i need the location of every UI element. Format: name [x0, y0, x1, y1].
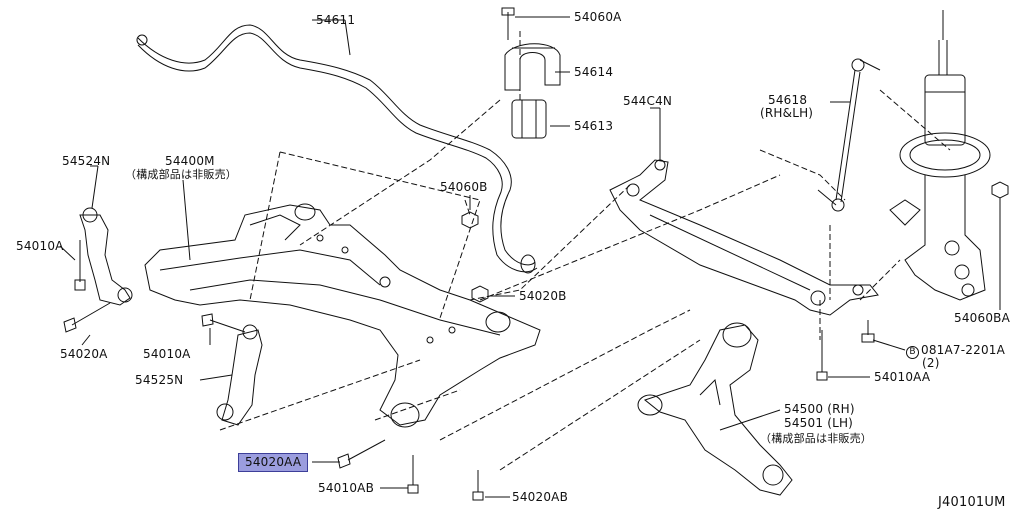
label-54010A-left: 54010A [16, 239, 64, 253]
stabilizer-clamp [504, 43, 561, 91]
leader-lines [59, 16, 1001, 498]
suspension-member [144, 203, 541, 428]
label-54060BA: 54060BA [954, 311, 1011, 325]
label-54020AB: 54020AB [512, 490, 569, 504]
label-54400M: 54400M [165, 154, 215, 168]
label-544C4N: 544C4N [623, 94, 673, 108]
label-54060A: 54060A [574, 10, 622, 24]
strut-assembly [889, 10, 1009, 301]
label-081A7-qty: (2) [922, 356, 940, 370]
label-54613: 54613 [574, 119, 614, 133]
link-54525N [201, 313, 263, 426]
transverse-link [637, 322, 793, 496]
label-54400M-note: （構成部品は非販売） [125, 168, 237, 181]
stabilizer-link [817, 58, 881, 212]
label-54614: 54614 [574, 65, 614, 79]
label-54020B: 54020B [519, 289, 567, 303]
member-stay [609, 159, 879, 316]
label-54020A-left: 54020A [60, 347, 108, 361]
mounting-bolts [337, 285, 875, 501]
bolt-circle-marker: B [906, 346, 919, 359]
label-54525N: 54525N [135, 373, 184, 387]
label-54500-note: （構成部品は非販売） [760, 432, 872, 445]
diagram-code: J40101UM [938, 495, 1006, 510]
label-54500: 54500 (RH) [784, 402, 855, 416]
label-54020AA-highlighted[interactable]: 54020AA [238, 453, 309, 472]
label-54524N: 54524N [62, 154, 111, 168]
label-54501: 54501 (LH) [784, 416, 854, 430]
label-54010AA: 54010AA [874, 370, 931, 384]
label-54618-note: (RH&LH) [760, 106, 814, 120]
label-54010AB: 54010AB [318, 481, 375, 495]
label-54611: 54611 [316, 13, 356, 27]
stabilizer-bushing [511, 99, 547, 139]
stabilizer-bar [137, 24, 536, 266]
label-54060B: 54060B [440, 180, 488, 194]
label-54010A-mid: 54010A [143, 347, 191, 361]
label-54618: 54618 [768, 93, 808, 107]
label-081A7-number: 081A7-2201A [921, 343, 1006, 357]
link-54524N [63, 207, 133, 333]
